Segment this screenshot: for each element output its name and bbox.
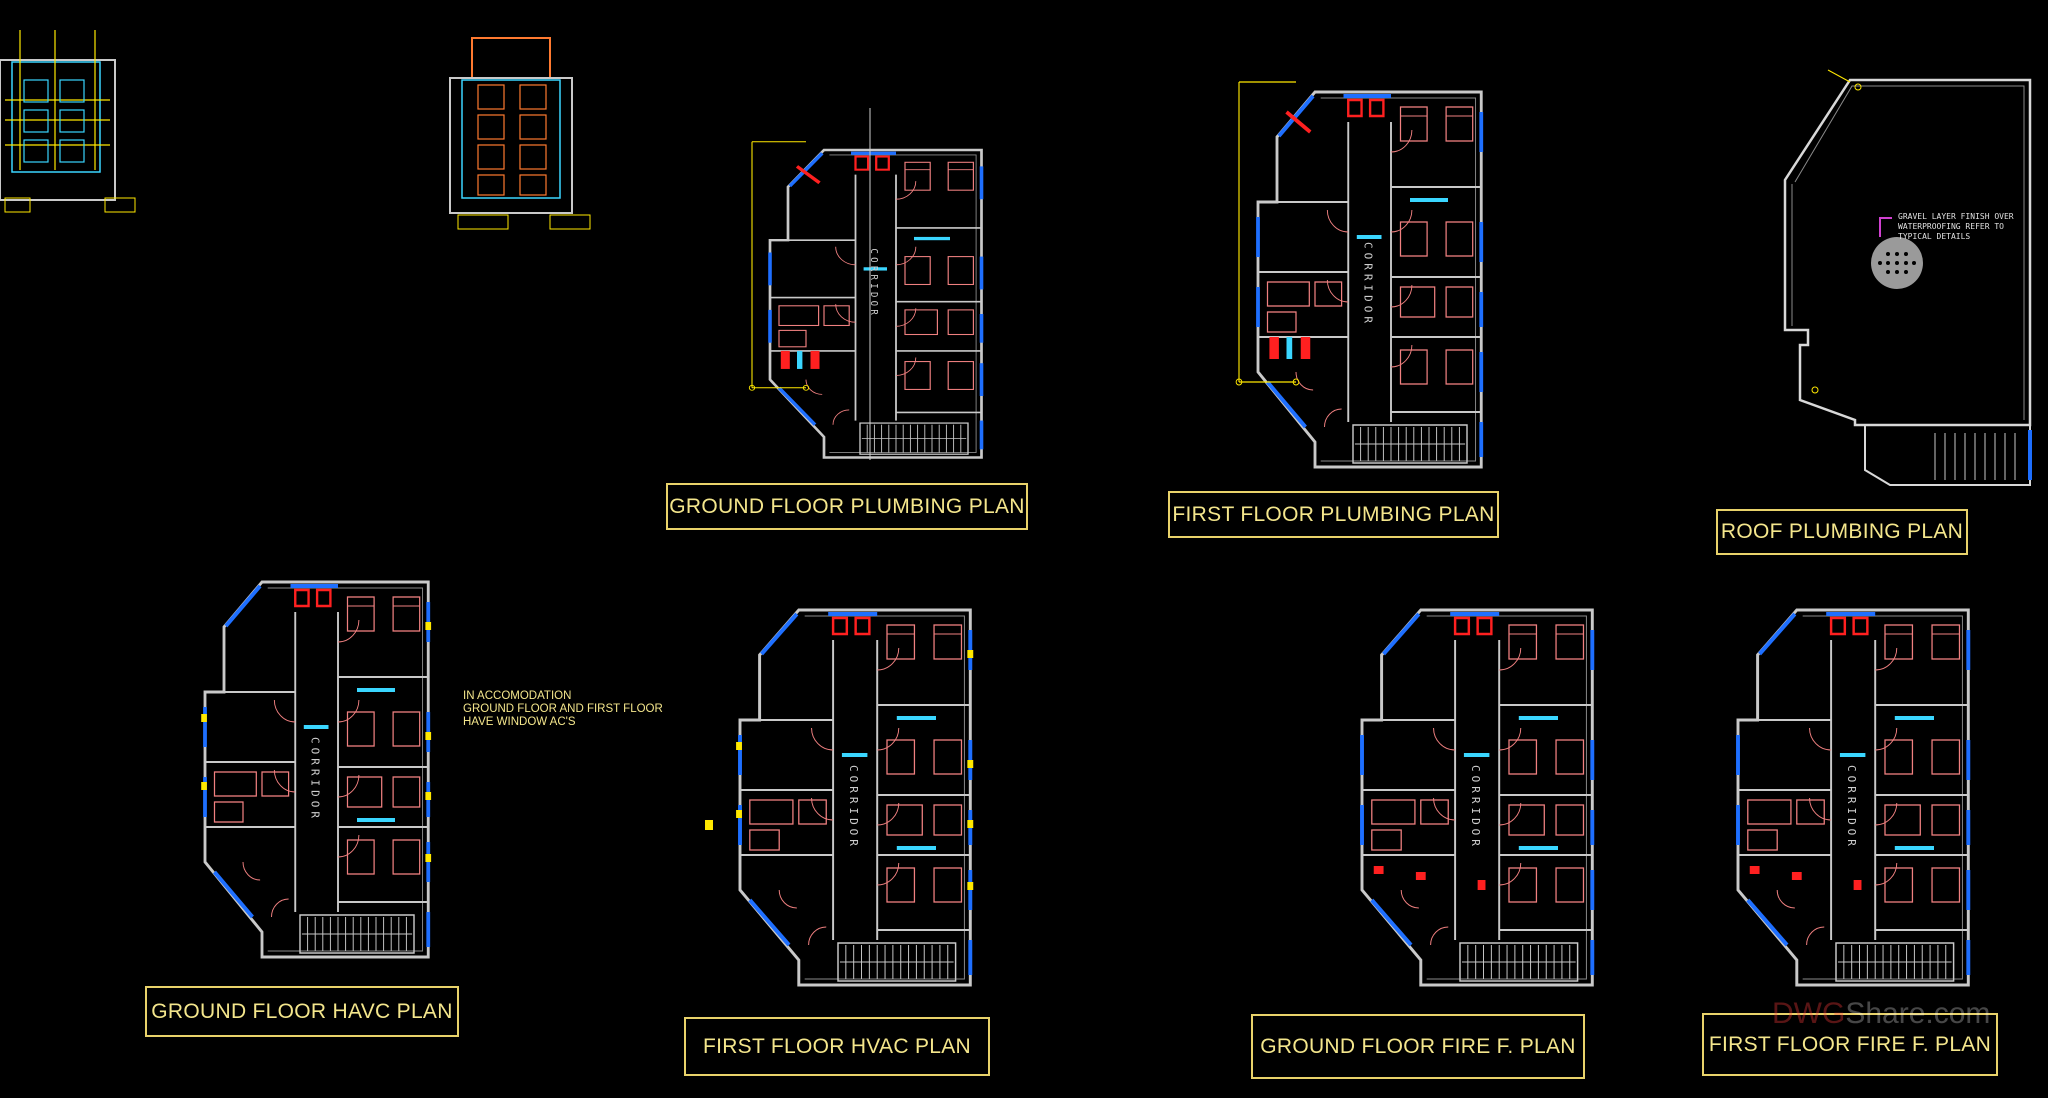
corridor-label-ffh: CORRIDOR [847, 765, 860, 850]
title-ground-floor-plumbing: GROUND FLOOR PLUMBING PLAN [666, 483, 1028, 530]
title-first-floor-hvac: FIRST FLOOR HVAC PLAN [684, 1017, 990, 1076]
title-first-floor-plumbing: FIRST FLOOR PLUMBING PLAN [1168, 491, 1499, 538]
watermark-brand: DWG [1772, 997, 1846, 1030]
corridor-label-ffp: CORRIDOR [1361, 242, 1374, 327]
corridor-label-gfp: CORRIDOR [868, 248, 879, 318]
title-first-floor-fire: FIRST FLOOR FIRE F. PLAN [1702, 1013, 1998, 1076]
title-ground-floor-havc: GROUND FLOOR HAVC PLAN [145, 986, 459, 1037]
ground-floor-havc-drawing: CORRIDOR [201, 580, 432, 959]
roof-note-line1: GRAVEL LAYER FINISH OVER [1898, 212, 2014, 221]
ground-floor-plumbing-drawing: CORRIDOR [747, 140, 984, 460]
ground-floor-fire-drawing: CORRIDOR [1360, 608, 1595, 987]
watermark-suffix: Share.com [1845, 997, 1991, 1030]
first-floor-plumbing-drawing: CORRIDOR [1234, 80, 1484, 469]
hvac-note-line2: GROUND FLOOR AND FIRST FLOOR [463, 703, 663, 715]
title-roof-plumbing: ROOF PLUMBING PLAN [1716, 509, 1968, 555]
roof-note-line2: WATERPROOFING REFER TO [1898, 222, 2004, 231]
corridor-label-fff: CORRIDOR [1845, 765, 1858, 850]
hvac-note-line1: IN ACCOMODATION [463, 690, 572, 702]
watermark-logo: DWGShare.com [1772, 997, 1990, 1031]
roof-note-line3: TYPICAL DETAILS [1898, 232, 1970, 241]
toilet-detail-center [449, 37, 591, 230]
first-floor-fire-drawing: CORRIDOR [1736, 608, 1971, 987]
first-floor-hvac-drawing: CORRIDOR [736, 608, 974, 987]
hvac-note: IN ACCOMODATION GROUND FLOOR AND FIRST F… [463, 690, 663, 729]
roof-plumbing-drawing: GRAVEL LAYER FINISH OVER WATERPROOFING R… [1783, 69, 2032, 486]
corridor-label-gff: CORRIDOR [1469, 765, 1482, 850]
title-ground-floor-fire: GROUND FLOOR FIRE F. PLAN [1251, 1014, 1585, 1079]
toilet-detail-left [0, 30, 136, 213]
hvac-note-line3: HAVE WINDOW AC'S [463, 716, 576, 728]
corridor-label-gfh: CORRIDOR [308, 737, 321, 822]
